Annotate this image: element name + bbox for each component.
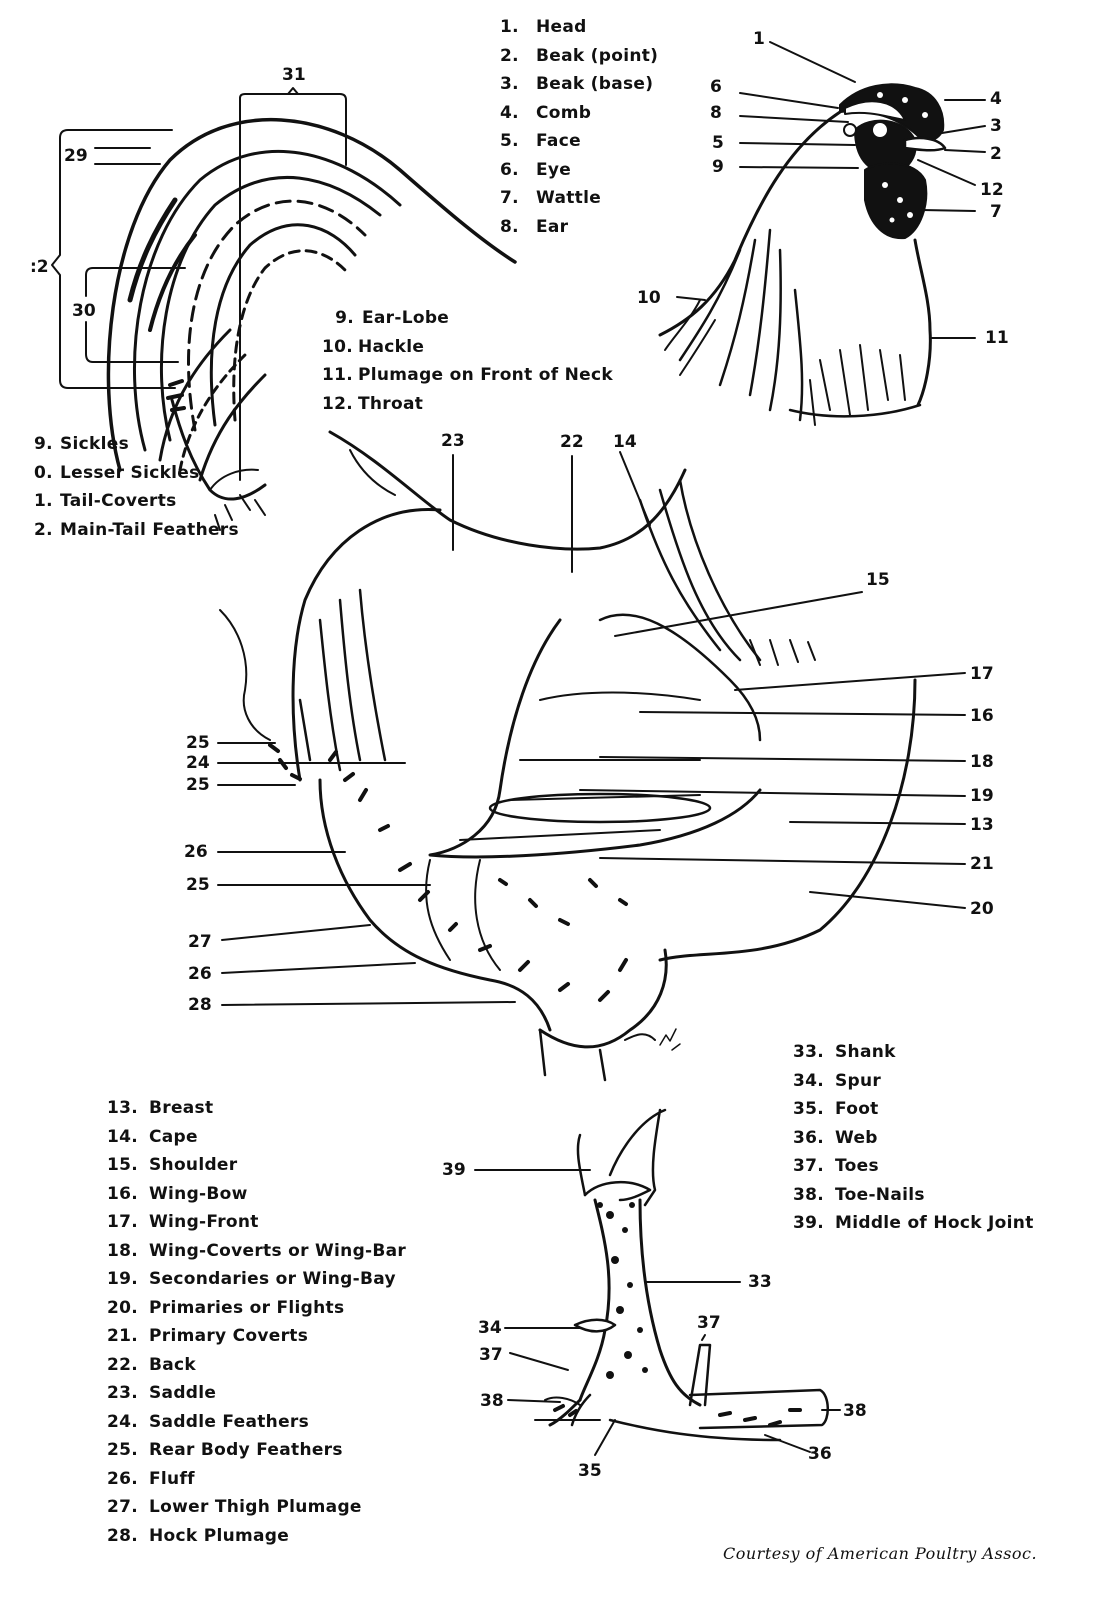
legend-leg-parts: 33.Shank 34.Spur 35.Foot 36.Web 37.Toes … xyxy=(793,1038,1034,1238)
body-drawing xyxy=(219,430,917,1082)
legend-item: 6.Eye xyxy=(500,159,572,180)
legend-item: 15.Shoulder xyxy=(107,1155,238,1175)
callout-5: 5 xyxy=(712,133,724,153)
callout-21: 21 xyxy=(970,854,994,874)
callout-30: 30 xyxy=(72,301,96,321)
callout-6: 6 xyxy=(710,77,722,97)
body-leaders xyxy=(217,451,966,1006)
legend-item: 24.Saddle Feathers xyxy=(107,1411,310,1432)
callout-9: 9 xyxy=(712,157,724,177)
callout-13: 13 xyxy=(970,815,994,835)
legend-item: 20.Primaries or Flights xyxy=(107,1297,345,1318)
legend-item: 13.Breast xyxy=(107,1098,214,1118)
legend-item: 35.Foot xyxy=(793,1099,879,1119)
legend-item: 7.Wattle xyxy=(500,188,602,208)
callout-36: 36 xyxy=(808,1444,832,1464)
legend-item: 2.Main-Tail Feathers xyxy=(34,519,239,540)
callout-29: 29 xyxy=(64,146,88,166)
callout-39: 39 xyxy=(442,1160,466,1180)
callout-37-right: 37 xyxy=(697,1313,721,1333)
callout-25-lower: 25 xyxy=(186,875,210,895)
callout-4: 4 xyxy=(990,89,1002,109)
legend-item: 1.Head xyxy=(500,17,587,37)
legend-item: 14.Cape xyxy=(107,1126,198,1147)
legend-item: 4.Comb xyxy=(500,102,592,123)
source-credit: Courtesy of American Poultry Assoc. xyxy=(723,1544,1038,1563)
tail-brackets xyxy=(51,87,347,481)
legend-item: 0.Lesser Sickles xyxy=(34,462,200,483)
legend-item: 28.Hock Plumage xyxy=(107,1525,290,1546)
legend-body-parts: 13.Breast 14.Cape 15.Shoulder 16.Wing-Bo… xyxy=(107,1094,406,1550)
legend-item: 36.Web xyxy=(793,1127,878,1148)
legend-item: 2.Beak (point) xyxy=(500,45,659,66)
legend-item: 11.Plumage on Front of Neck xyxy=(322,365,613,385)
legend-item: 23.Saddle xyxy=(107,1383,217,1403)
legend-item: 3.Beak (base) xyxy=(500,74,654,94)
legend-item: 25.Rear Body Feathers xyxy=(107,1440,343,1460)
callout-33: 33 xyxy=(748,1272,772,1292)
callout-1: 1 xyxy=(753,29,765,49)
legend-item: 18.Wing-Coverts or Wing-Bar xyxy=(107,1240,407,1261)
callout-17: 17 xyxy=(970,664,994,684)
legend-item: 9.Sickles xyxy=(34,434,130,454)
callout-22: 22 xyxy=(560,432,584,452)
callout-28: 28 xyxy=(188,995,212,1015)
legend-item: 37.Toes xyxy=(793,1156,879,1176)
callout-27: 27 xyxy=(188,932,212,952)
callout-7: 7 xyxy=(990,202,1002,222)
callout-14: 14 xyxy=(613,432,637,452)
artist-signature xyxy=(659,1028,681,1051)
callout-8: 8 xyxy=(710,103,722,123)
callout-25-upper: 25 xyxy=(186,733,210,753)
callout-32: :2 xyxy=(30,257,49,277)
legend-item: 26.Fluff xyxy=(107,1468,195,1489)
head-neck-drawing xyxy=(658,83,947,426)
callout-16: 16 xyxy=(970,706,994,726)
legend-item: 12.Throat xyxy=(322,393,424,414)
legend-item: 17.Wing-Front xyxy=(107,1212,259,1232)
callout-2: 2 xyxy=(990,144,1002,164)
callout-26-lower: 26 xyxy=(188,964,212,984)
legend-item: 1.Tail-Coverts xyxy=(34,491,177,511)
legend-item: 9.Ear-Lobe xyxy=(335,308,450,328)
legend-item: 34.Spur xyxy=(793,1070,882,1091)
callout-35: 35 xyxy=(578,1461,602,1481)
tail-drawing xyxy=(106,117,517,531)
callout-15: 15 xyxy=(866,570,890,590)
callout-3: 3 xyxy=(990,116,1002,136)
legend-item: 19.Secondaries or Wing-Bay xyxy=(107,1269,396,1289)
leg-leaders xyxy=(474,1169,841,1456)
leg-drawing xyxy=(534,1108,829,1442)
legend-item: 27.Lower Thigh Plumage xyxy=(107,1497,362,1517)
callout-12: 12 xyxy=(980,180,1004,200)
callout-18: 18 xyxy=(970,752,994,772)
callout-19: 19 xyxy=(970,786,994,806)
callout-23: 23 xyxy=(441,431,465,451)
legend-item: 8.Ear xyxy=(500,216,569,237)
legend-tail-parts: 9.Sickles 0.Lesser Sickles 1.Tail-Covert… xyxy=(34,430,239,544)
callout-24: 24 xyxy=(186,753,210,773)
head-leaders xyxy=(676,41,986,339)
legend-item: 33.Shank xyxy=(793,1042,896,1062)
legend-item: 5.Face xyxy=(500,131,581,151)
legend-item: 22.Back xyxy=(107,1354,197,1375)
callout-10: 10 xyxy=(637,288,661,308)
callout-38-right: 38 xyxy=(843,1401,867,1421)
legend-item: 10.Hackle xyxy=(322,336,425,357)
callout-37-left: 37 xyxy=(479,1345,503,1365)
callout-11: 11 xyxy=(985,328,1009,348)
callout-38-left: 38 xyxy=(480,1391,504,1411)
callout-31: 31 xyxy=(282,65,306,85)
legend-neck-parts: 9.Ear-Lobe 10.Hackle 11.Plumage on Front… xyxy=(322,304,613,418)
callout-25-middle: 25 xyxy=(186,775,210,795)
callout-20: 20 xyxy=(970,899,994,919)
legend-item: 38.Toe-Nails xyxy=(793,1184,925,1205)
legend-item: 39.Middle of Hock Joint xyxy=(793,1213,1034,1233)
callout-26-upper: 26 xyxy=(184,842,208,862)
callout-34: 34 xyxy=(478,1318,502,1338)
legend-head-parts: 1.Head 2.Beak (point) 3.Beak (base) 4.Co… xyxy=(500,13,658,241)
legend-item: 16.Wing-Bow xyxy=(107,1183,248,1204)
legend-item: 21.Primary Coverts xyxy=(107,1326,309,1346)
